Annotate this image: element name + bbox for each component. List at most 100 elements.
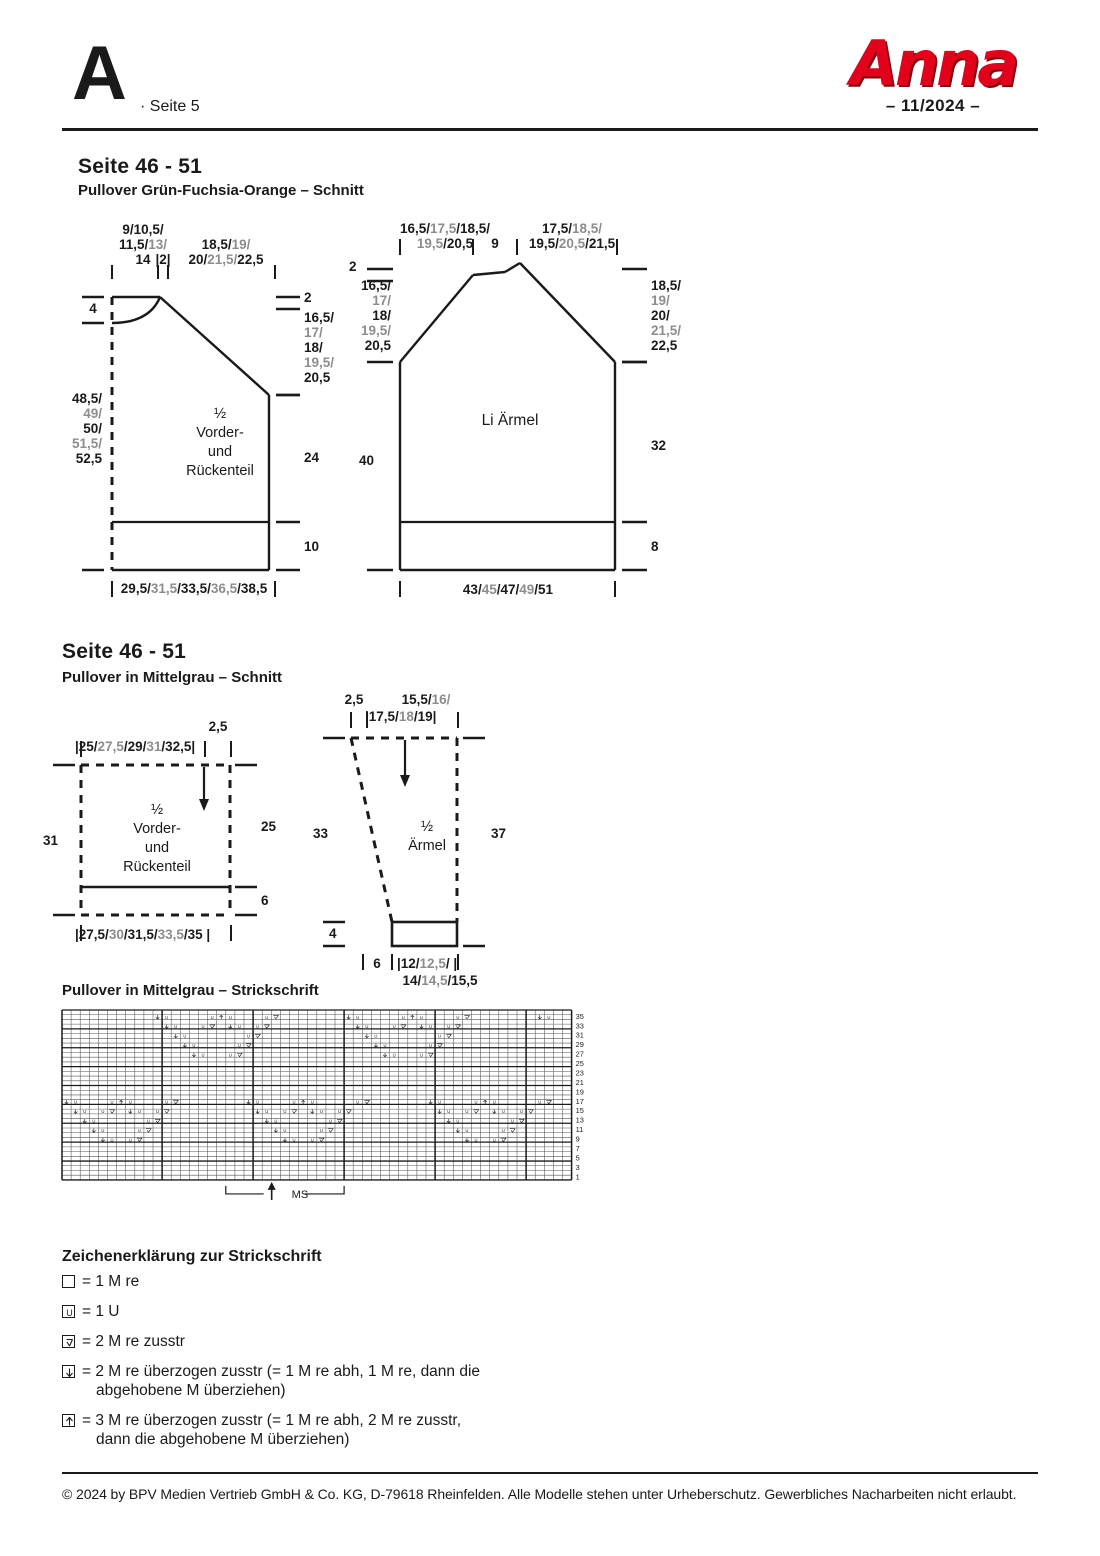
chart-cell-U-icon: U <box>538 1100 541 1105</box>
svg-text:U: U <box>129 1100 132 1105</box>
dim-sleeve-right-mid: 32 <box>651 438 667 453</box>
chart-cell-ssk-icon <box>155 1015 160 1020</box>
chart-cell-U-icon: U <box>420 1053 423 1058</box>
chart-cell-ssk-icon <box>455 1128 460 1133</box>
chart-cell-sk2p-icon <box>483 1099 488 1105</box>
legend-item-0: = 1 M re <box>62 1272 682 1291</box>
dim-grey-top-width: |25/27,5/29/31/32,5| <box>75 739 196 754</box>
chart-cell-ssk-icon <box>355 1024 360 1030</box>
body-part-label: ½ Vorder- und Rückenteil <box>165 405 275 481</box>
chart-cell-k2tog-icon <box>255 1034 261 1039</box>
chart-cell-U-icon: U <box>393 1024 396 1029</box>
svg-text:U: U <box>311 1138 314 1143</box>
chart-cell-ssk-icon <box>537 1015 542 1020</box>
chart-cell-k2tog-icon <box>446 1034 452 1039</box>
dim-left-total: 48,5/ 49/ 50/ 51,5/ 52,5 <box>71 391 102 466</box>
svg-text:U: U <box>456 1015 459 1020</box>
chart-cell-k2tog-icon <box>400 1024 407 1029</box>
chart-cell-U-icon: U <box>283 1109 286 1114</box>
chart-cell-U-icon: U <box>229 1015 232 1020</box>
svg-text:U: U <box>229 1053 232 1058</box>
svg-text:U: U <box>192 1043 195 1048</box>
body-schematic: ½ Vorder- und Rückenteil 9/10,5/ 11,5/13… <box>60 222 380 600</box>
chart-cell-U-icon: U <box>156 1109 159 1114</box>
chart-cell-U-icon: U <box>211 1015 214 1020</box>
dim-grey-sleeve-left-total: 33 <box>313 826 329 841</box>
dim-neck-width-l1: 9/10,5/ <box>122 222 164 237</box>
chart-cell-k2tog-icon <box>264 1024 270 1029</box>
chart-cell-ssk-icon <box>310 1109 315 1114</box>
svg-text:5: 5 <box>576 1153 580 1162</box>
svg-text:7: 7 <box>576 1144 580 1153</box>
section2-subtitle: Pullover in Mittelgrau – Schnitt <box>62 669 283 686</box>
chart-cell-k2tog-icon <box>336 1119 343 1124</box>
chart-cell-U-icon: U <box>265 1109 268 1114</box>
chart-cell-ssk-icon <box>419 1024 424 1030</box>
dim-grey-sleeve-bottom-left: 6 <box>373 956 381 971</box>
chart-cell-U-icon: U <box>447 1024 450 1029</box>
body-label-line2: Vorder- <box>196 425 244 441</box>
header-page-ref: · Seite 5 <box>140 98 200 115</box>
chart-cell-k2tog-icon <box>164 1109 170 1114</box>
svg-text:U: U <box>156 1109 159 1114</box>
chart-cell-ssk-icon <box>283 1137 287 1143</box>
chart-cell-U-icon: U <box>465 1128 468 1133</box>
grey-body-svg <box>53 741 257 941</box>
legend-item-2: = 2 M re zusstr <box>62 1332 682 1351</box>
chart-cell-k2tog-icon <box>154 1119 161 1124</box>
chart-cell-U-icon: U <box>447 1109 450 1114</box>
chart-cell-sk2p-icon <box>219 1014 224 1020</box>
chart-cell-k2tog-icon <box>364 1100 370 1105</box>
dim-top-width-l2: 20/21,5/22,5 <box>188 252 264 267</box>
svg-text:U: U <box>475 1100 478 1105</box>
svg-text:U: U <box>393 1024 396 1029</box>
svg-text:U: U <box>493 1138 496 1143</box>
svg-text:U: U <box>265 1109 268 1114</box>
chart-cell-U-icon: U <box>493 1100 496 1105</box>
section1-title: Seite 46 - 51 <box>78 155 203 178</box>
svg-text:U: U <box>165 1015 168 1020</box>
svg-text:U: U <box>502 1128 505 1133</box>
chart-cell-k2tog-icon <box>518 1119 525 1124</box>
chart-cell-ssk-icon <box>101 1137 105 1143</box>
chart-cell-U-icon: U <box>256 1100 259 1105</box>
chart-cell-U-icon: U <box>475 1138 478 1143</box>
dim-grey-right-hem: 6 <box>261 893 269 908</box>
grey-sleeve-svg <box>323 712 485 970</box>
svg-text:U: U <box>74 1100 77 1105</box>
chart-cell-ssk-icon <box>173 1034 178 1039</box>
dim-sleeve-right-cap: 18,5/ 19/ 20/ 21,5/ 22,5 <box>651 278 682 353</box>
chart-cell-k2tog-icon <box>145 1128 152 1133</box>
dim-sleeve-top-right-l2: 19,5/20,5/21,5 <box>528 236 616 251</box>
svg-text:U: U <box>211 1015 214 1020</box>
svg-text:33: 33 <box>576 1021 584 1030</box>
body-label-line1: ½ <box>213 406 227 422</box>
chart-cell-k2tog-icon <box>500 1137 507 1142</box>
svg-text:U: U <box>329 1119 332 1124</box>
dim-sleeve-top-right-l1: 17,5/18,5/ <box>541 221 603 236</box>
dim-right-mid: 24 <box>304 450 320 465</box>
chart-cell-U-icon: U <box>147 1119 150 1124</box>
svg-text:13: 13 <box>576 1116 584 1125</box>
legend-text-cont: dann die abgehobene M überziehen) <box>96 1431 350 1448</box>
chart-cell-k2tog-icon <box>427 1052 434 1057</box>
svg-text:U: U <box>384 1043 387 1048</box>
svg-text:U: U <box>420 1015 423 1020</box>
svg-text:U: U <box>202 1024 205 1029</box>
chart-cell-U-icon: U <box>238 1043 241 1048</box>
svg-text:U: U <box>293 1138 296 1143</box>
legend-text: = 1 M re <box>82 1273 140 1290</box>
chart-cell-U-icon: U <box>274 1119 277 1124</box>
chart-cell-U-icon: U <box>202 1053 205 1058</box>
svg-text:U: U <box>520 1109 523 1114</box>
chart-cell-ssk-icon <box>264 1119 269 1124</box>
chart-cell-ssk-icon <box>446 1119 451 1124</box>
dim-neck-width-l2: 11,5/13/ <box>118 237 168 252</box>
chart-cell-U-icon: U <box>311 1138 314 1143</box>
chart-cell-U-icon: U <box>338 1109 341 1114</box>
chart-cell-ssk-icon <box>246 1100 251 1105</box>
svg-text:U: U <box>393 1053 396 1058</box>
chart-cell-U-icon: U <box>129 1138 132 1143</box>
